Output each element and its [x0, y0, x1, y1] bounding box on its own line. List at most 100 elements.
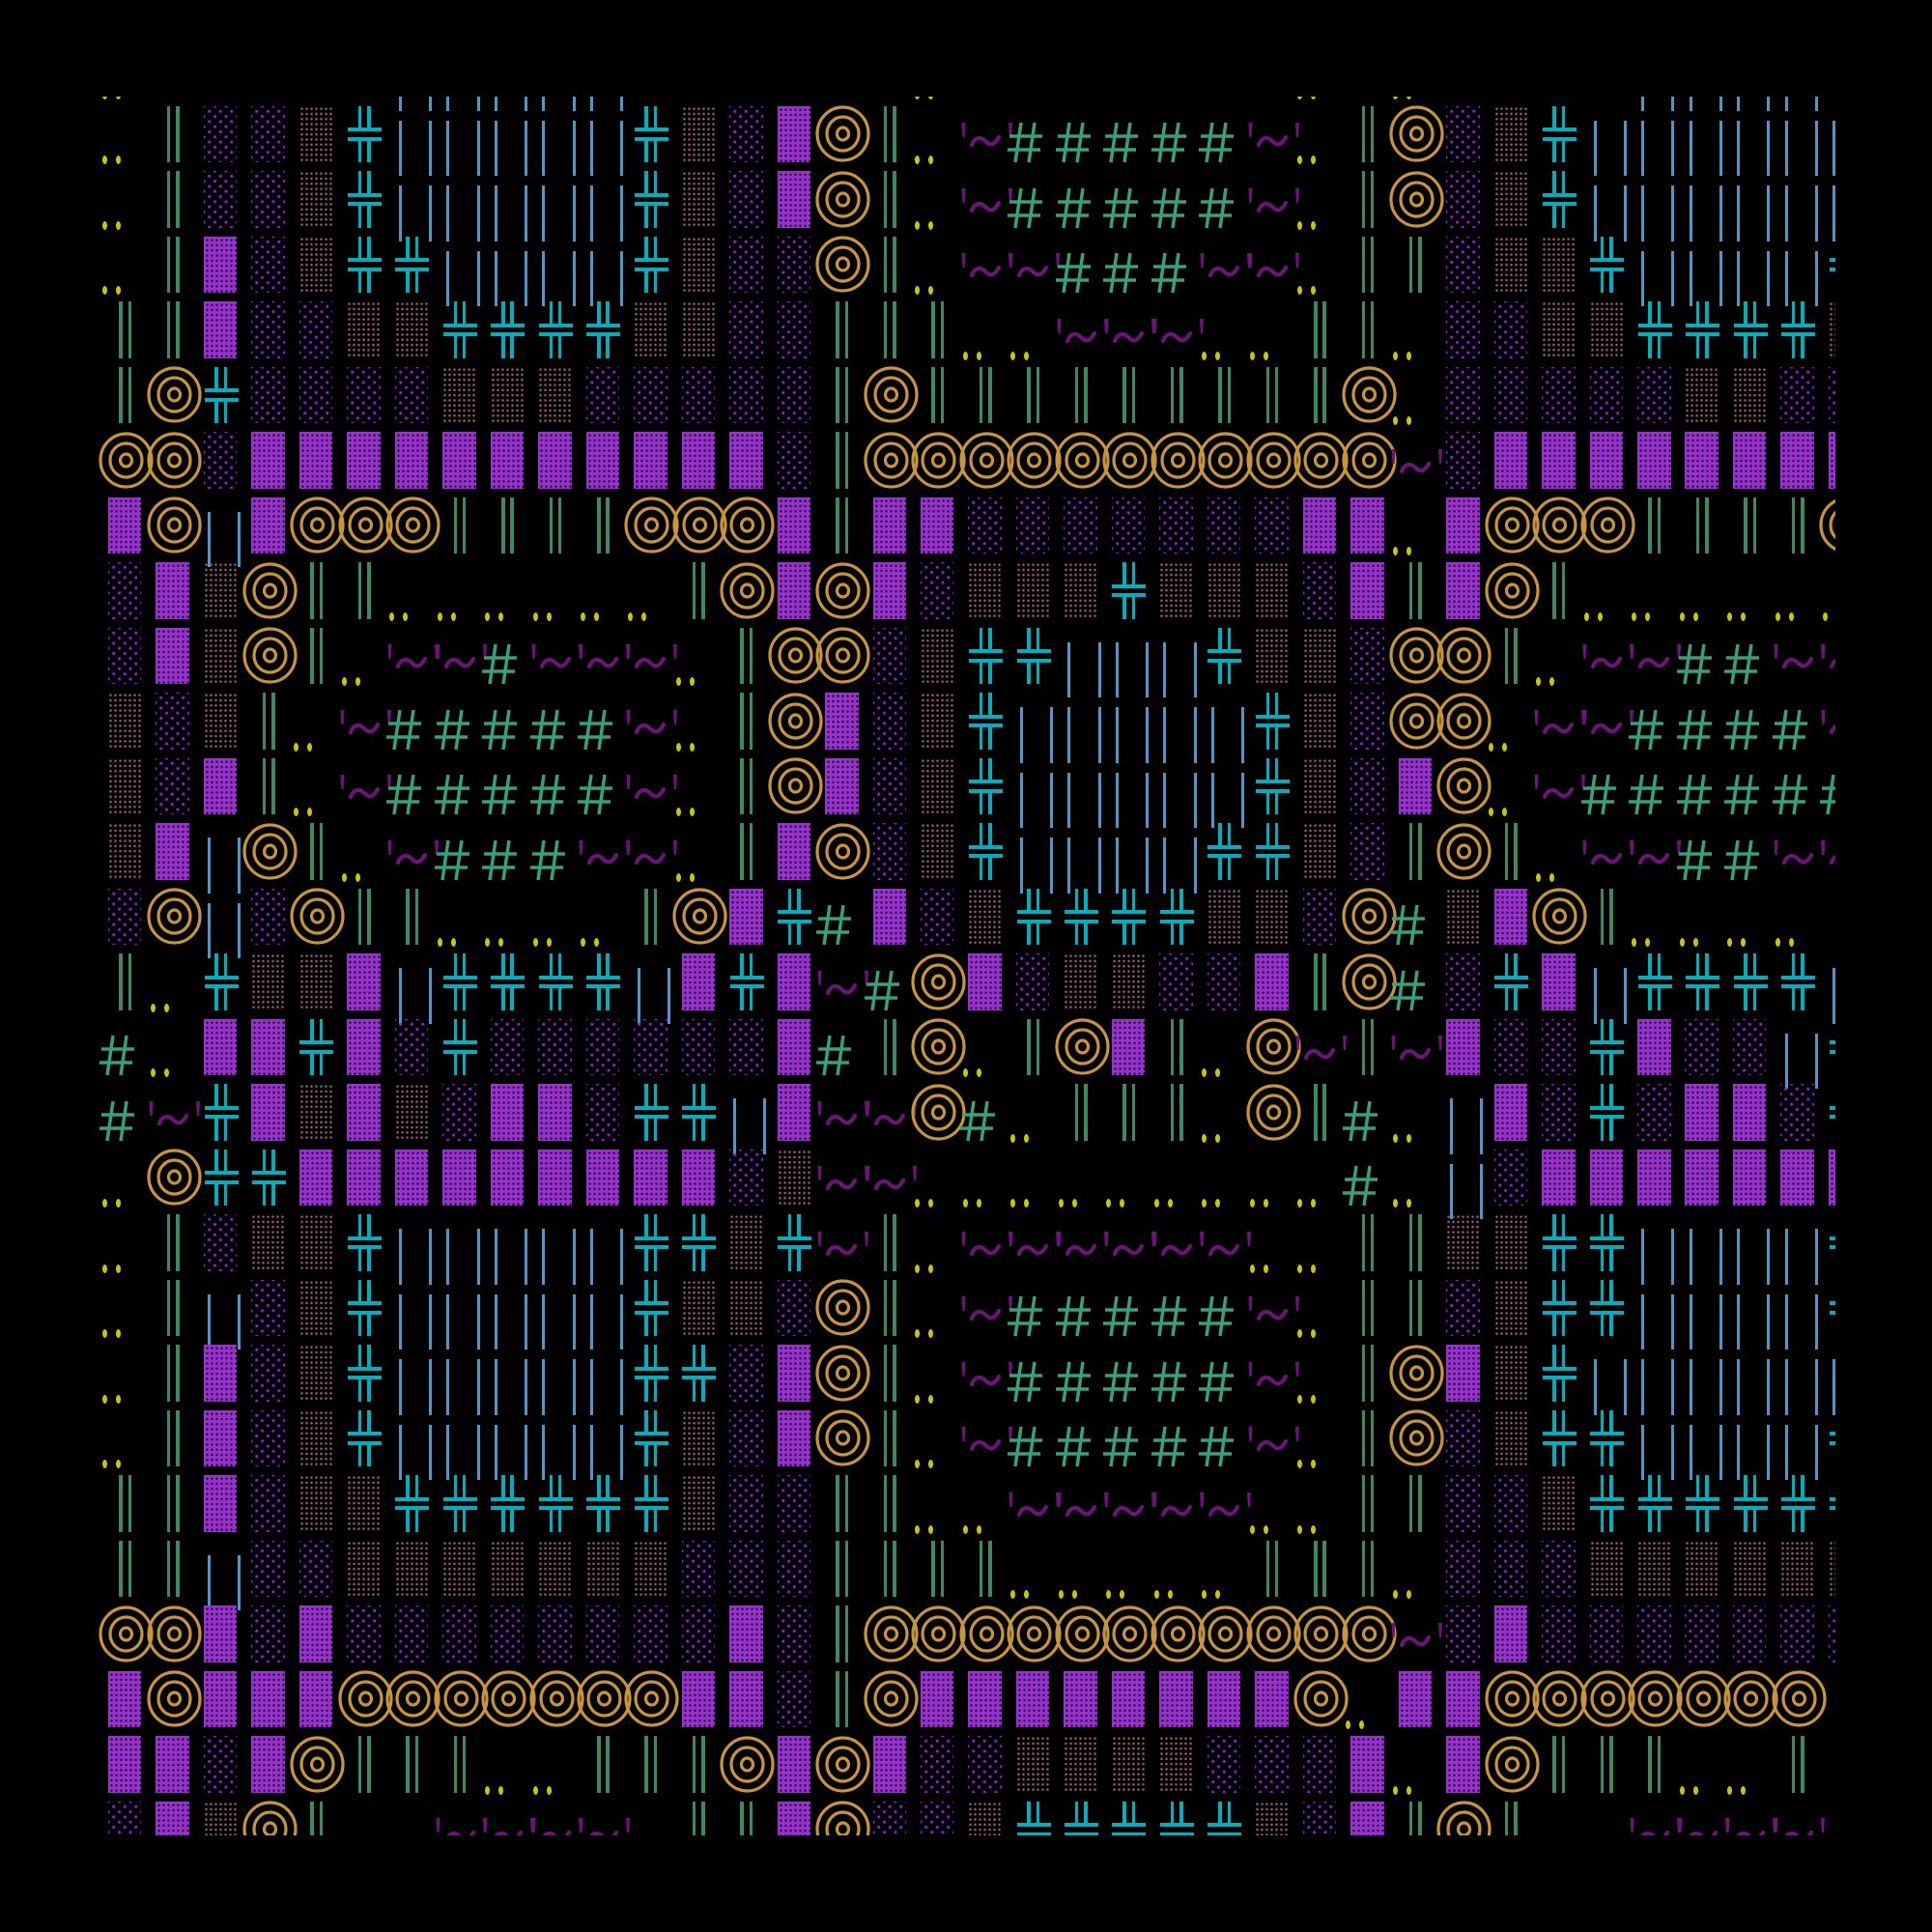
- bars-glyph-part: [1814, 120, 1818, 176]
- dark-shade-glyph-part: [156, 823, 189, 880]
- bars-glyph: [581, 232, 628, 306]
- bars-glyph-part: [238, 1554, 242, 1610]
- double-bar-glyph-part: [310, 823, 314, 880]
- bars-glyph-part: [572, 1293, 576, 1350]
- tilde-glyph-part: [436, 1818, 440, 1833]
- cross-glyph-part: [1781, 1496, 1816, 1501]
- rings-glyph-part: [969, 440, 1005, 479]
- light-shade-glyph: [676, 1602, 724, 1667]
- dark-shade-glyph: [102, 1732, 150, 1798]
- cross-glyph: [533, 1471, 581, 1537]
- light-shade-glyph-part: [1302, 1801, 1337, 1835]
- hash-glyph: [99, 1014, 150, 1080]
- hash-glyph-part: [1103, 1361, 1139, 1402]
- dark-shade-glyph: [1346, 1732, 1393, 1798]
- dark-shade-glyph-part: [1302, 497, 1337, 554]
- cross-glyph-part: [644, 236, 648, 262]
- rings-glyph-part: [911, 952, 966, 1010]
- rings-glyph-part: [921, 1093, 956, 1131]
- cross-glyph-part: [367, 1214, 371, 1240]
- hash-glyph: [1055, 1341, 1106, 1406]
- rings-glyph-part: [1485, 1670, 1540, 1727]
- dark-shade-glyph-part: [442, 1149, 476, 1206]
- double-bar-glyph-part: [749, 693, 753, 750]
- light-shade-glyph: [1440, 1536, 1488, 1602]
- hash-glyph-part: [1061, 1295, 1071, 1337]
- double-bar-glyph: [915, 1536, 962, 1602]
- tilde-glyph-part: [1248, 187, 1299, 213]
- double-bar-glyph-part: [844, 1475, 849, 1532]
- tilde-glyph-part: [1437, 1036, 1442, 1050]
- rings-glyph-part: [528, 1670, 584, 1727]
- medium-shade-glyph-part: [107, 693, 142, 750]
- cross-glyph-part: [682, 1376, 717, 1379]
- medium-shade-glyph-part: [1542, 236, 1576, 293]
- hash-glyph: [1580, 753, 1632, 819]
- tilde-glyph-part: [1113, 330, 1145, 343]
- cross-glyph-part: [701, 1214, 705, 1240]
- rings-glyph-part: [1265, 451, 1281, 469]
- tilde-glyph-part: [626, 839, 631, 855]
- dots-glyph: [1058, 1145, 1106, 1210]
- rings-glyph-part: [911, 431, 966, 489]
- cross-glyph-part: [644, 267, 648, 293]
- cross-glyph-part: [1274, 823, 1279, 849]
- hash-glyph-part: [1008, 1295, 1043, 1337]
- tilde-glyph-part: [1008, 187, 1012, 203]
- double-bar-glyph-part: [1370, 1409, 1375, 1466]
- hash-glyph-part: [1061, 187, 1071, 228]
- cross-glyph-part: [701, 1245, 705, 1271]
- dark-shade-glyph-part: [156, 562, 189, 619]
- cross-glyph-part: [634, 202, 668, 206]
- bars-glyph: [1154, 689, 1202, 763]
- double-bar-glyph: [1346, 298, 1393, 363]
- dots-glyph-part: [498, 938, 504, 947]
- tilde-glyph: [626, 689, 678, 754]
- cross-glyph: [1010, 623, 1058, 689]
- tilde-glyph: [817, 1145, 869, 1210]
- dark-shade-glyph-part: [490, 1084, 525, 1141]
- dark-shade-glyph: [342, 1014, 389, 1080]
- light-shade-glyph: [1297, 1732, 1345, 1798]
- hash-glyph-part: [1156, 252, 1167, 294]
- cross-glyph: [628, 232, 675, 298]
- rings-glyph-part: [1408, 1364, 1425, 1381]
- bars-glyph: [1680, 1406, 1727, 1480]
- bars-glyph: [1680, 97, 1727, 111]
- rings-glyph-part: [310, 1755, 326, 1773]
- hash-glyph-part: [1676, 839, 1712, 880]
- dots-glyph-part: [675, 808, 681, 816]
- cross-glyph-part: [1590, 258, 1625, 262]
- medium-shade-glyph-part: [1493, 105, 1528, 162]
- rings-glyph-part: [1198, 431, 1253, 489]
- dark-shade-glyph: [294, 1145, 341, 1210]
- cross-glyph-part: [367, 171, 371, 197]
- rings-glyph-part: [1485, 1735, 1540, 1793]
- cross-glyph-part: [1695, 1506, 1700, 1532]
- cross-glyph: [294, 1014, 341, 1080]
- dots-glyph: [915, 167, 962, 233]
- rings-glyph: [338, 1666, 393, 1732]
- cross-glyph-part: [979, 823, 983, 849]
- light-shade-glyph: [1727, 1014, 1775, 1080]
- rings-glyph-part: [1341, 431, 1397, 489]
- cross-glyph-part: [1829, 258, 1835, 262]
- cross-glyph-part: [1686, 984, 1720, 988]
- cross-glyph-part: [414, 236, 418, 262]
- rings-glyph-part: [1208, 1614, 1243, 1653]
- dark-shade-glyph: [963, 950, 1010, 1015]
- rings-glyph-part: [1341, 952, 1397, 1010]
- rings-glyph-part: [1532, 497, 1587, 554]
- dark-shade-glyph: [676, 1666, 724, 1732]
- dots-glyph-part: [1406, 416, 1411, 425]
- rings-glyph-part: [1436, 627, 1492, 684]
- cross-glyph-part: [1657, 332, 1662, 358]
- cross-glyph: [1584, 232, 1632, 298]
- hash-glyph: [386, 753, 437, 819]
- double-bar-glyph-part: [979, 1540, 983, 1597]
- tilde-glyph-part: [156, 1113, 188, 1125]
- double-bar-glyph: [1346, 1210, 1393, 1276]
- tilde-glyph-part: [1104, 318, 1109, 333]
- double-bar-glyph: [1106, 1080, 1153, 1146]
- tilde-glyph: [579, 819, 630, 885]
